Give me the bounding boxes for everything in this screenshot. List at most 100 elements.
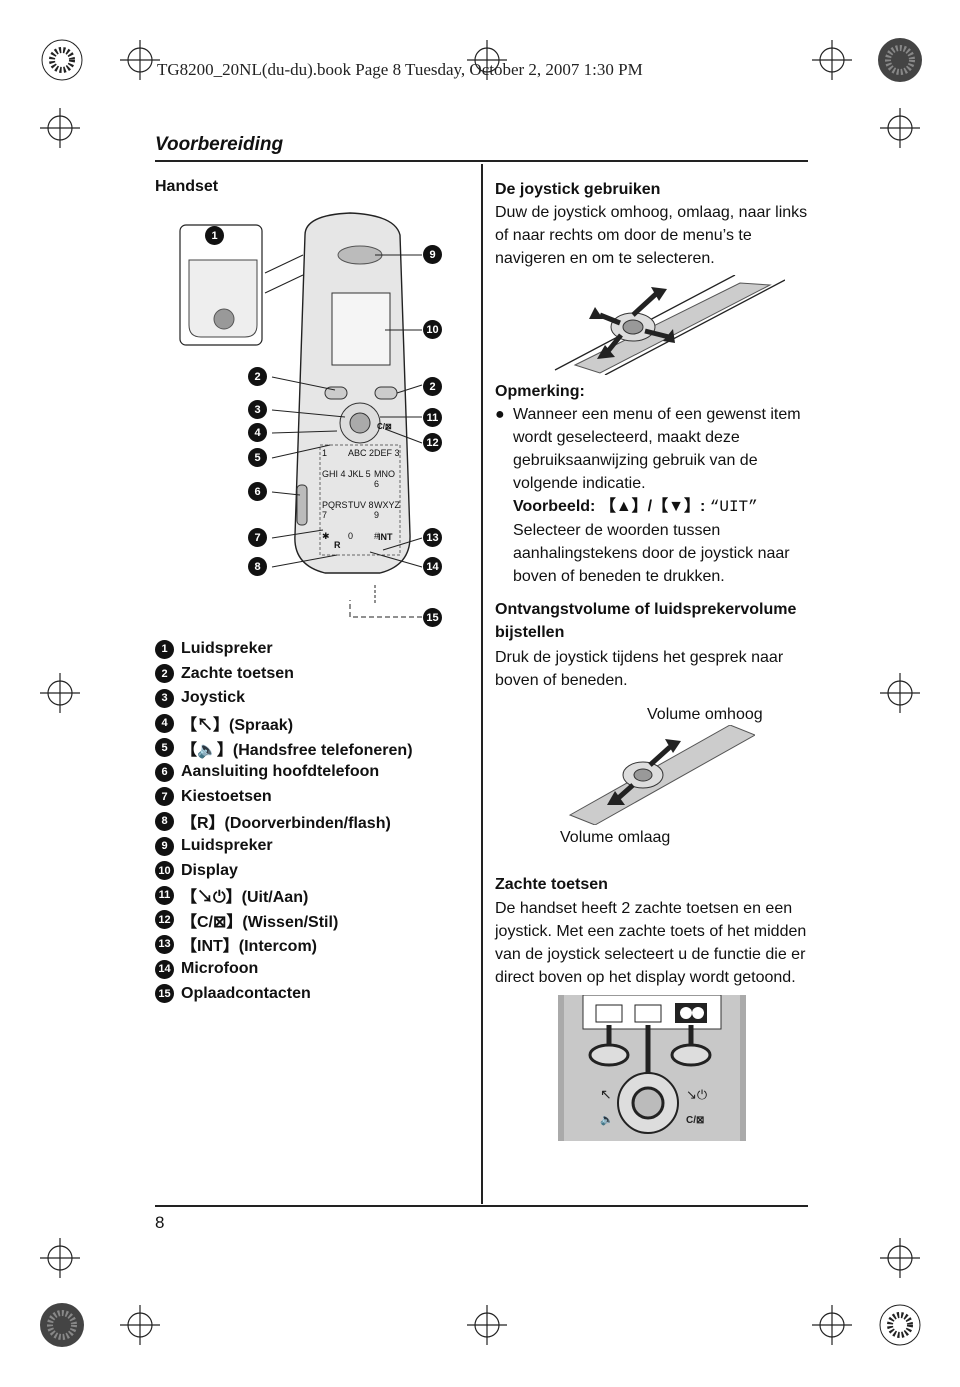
list-item: 12 【C/⊠】(Wissen/Stil) xyxy=(155,908,413,933)
item-number: 10 xyxy=(155,861,174,881)
key-6: MNO 6 xyxy=(374,469,395,489)
list-item: 6 Aansluiting hoofdtelefoon xyxy=(155,760,413,785)
text-line: direct boven op het display wordt getoon… xyxy=(495,969,796,986)
example-keys: 【▲】/【▼】: xyxy=(599,498,706,515)
example-value: “UIT” xyxy=(709,498,758,516)
callout-14: 14 xyxy=(423,557,442,576)
item-label: Kiestoetsen xyxy=(181,787,272,805)
text-line: Druk de joystick tijdens het gesprek naa… xyxy=(495,649,784,666)
key-clear: C/⊠ xyxy=(377,422,392,431)
item-number: 5 xyxy=(155,738,174,758)
callout-6: 6 xyxy=(248,482,267,501)
text-line: joystick. Met een zachte toets of het mi… xyxy=(495,923,807,940)
callout-10: 10 xyxy=(423,320,442,339)
list-item: 3 Joystick xyxy=(155,686,413,711)
callout-8: 8 xyxy=(248,557,267,576)
soft-keys-illustration: ↖ 🔈 ↘⏻ C/⊠ xyxy=(558,995,746,1141)
list-item: 8【R】(Doorverbinden/flash) xyxy=(155,809,413,834)
item-number: 14 xyxy=(155,959,174,979)
footer-rule xyxy=(155,1205,808,1207)
text-line: bijstellen xyxy=(495,624,565,641)
item-label: 【R】(Doorverbinden/flash) xyxy=(181,815,391,833)
key-5: JKL 5 xyxy=(348,469,371,479)
key-r: R xyxy=(334,540,341,550)
item-label: 【↖】(Spraak) xyxy=(181,717,294,735)
item-number: 13 xyxy=(155,934,174,954)
item-number: 3 xyxy=(155,688,174,708)
item-number: 7 xyxy=(155,787,174,807)
list-item: 13 【INT】(Intercom) xyxy=(155,932,413,957)
svg-text:C/⊠: C/⊠ xyxy=(686,1115,704,1126)
item-label: Zachte toetsen xyxy=(181,664,294,682)
text-line: navigeren en om te selecteren. xyxy=(495,250,715,267)
callout-12: 12 xyxy=(423,433,442,452)
callout-15: 15 xyxy=(423,608,442,627)
text-line: Wanneer een menu of een gewenst item xyxy=(513,406,801,423)
svg-text:↘⏻: ↘⏻ xyxy=(686,1087,707,1102)
text-line: aanhalingstekens door de joystick naar xyxy=(513,545,790,562)
crosshair-icon xyxy=(120,1305,160,1345)
key-1: 1 xyxy=(322,448,328,458)
volume-illustration xyxy=(568,725,755,825)
callout-9: 9 xyxy=(423,245,442,264)
soft-keys-paragraph: De handset heeft 2 zachte toetsen en een… xyxy=(495,897,806,989)
item-number: 12 xyxy=(155,910,174,930)
list-item: 2 Zachte toetsen xyxy=(155,662,413,687)
crosshair-icon xyxy=(40,108,80,148)
list-item: 11【↘⏻】(Uit/Aan) xyxy=(155,883,413,908)
text-line: De handset heeft 2 zachte toetsen en een xyxy=(495,900,793,917)
item-label: Display xyxy=(181,861,238,879)
item-number: 9 xyxy=(155,836,174,856)
text-line: Selecteer de woorden tussen xyxy=(513,522,721,539)
note-heading: Opmerking: xyxy=(495,383,585,400)
item-label: Aansluiting hoofdtelefoon xyxy=(181,763,380,781)
volume-heading: Ontvangstvolume of luidsprekervolume bij… xyxy=(495,598,796,644)
item-number: 2 xyxy=(155,664,174,684)
item-number: 4 xyxy=(155,713,174,733)
item-number: 11 xyxy=(155,885,174,905)
key-7: PQRS 7 xyxy=(322,500,348,520)
soft-keys-heading: Zachte toetsen xyxy=(495,876,608,893)
section-rule xyxy=(155,160,808,162)
crosshair-icon xyxy=(467,40,507,80)
note-block: ● Wanneer een menu of een gewenst item w… xyxy=(495,403,815,588)
key-9: WXYZ 9 xyxy=(374,500,400,520)
crosshair-icon xyxy=(467,1305,507,1345)
keypad: 1 ABC 2 DEF 3 GHI 4 JKL 5 MNO 6 PQRS 7 T… xyxy=(322,448,402,542)
volume-paragraph: Druk de joystick tijdens het gesprek naa… xyxy=(495,646,783,692)
callout-3: 3 xyxy=(248,400,267,419)
text-line: of naar rechts om door de menu’s te xyxy=(495,227,752,244)
item-label: 【C/⊠】(Wissen/Stil) xyxy=(181,913,339,931)
joystick-illustration xyxy=(554,275,785,375)
crosshair-icon xyxy=(120,40,160,80)
text-line: gebruiksaanwijzing gebruik van de xyxy=(513,452,758,469)
callout-13: 13 xyxy=(423,528,442,547)
bullet: ● xyxy=(495,406,505,423)
handset-label: Handset xyxy=(155,178,219,195)
item-number: 6 xyxy=(155,762,174,782)
joystick-paragraph: Duw de joystick omhoog, omlaag, naar lin… xyxy=(495,201,807,270)
text-line: Duw de joystick omhoog, omlaag, naar lin… xyxy=(495,204,808,221)
volume-down-label: Volume omlaag xyxy=(560,829,671,846)
key-hash: # xyxy=(374,531,380,541)
list-item: 9 Luidspreker xyxy=(155,834,413,859)
callout-5: 5 xyxy=(248,448,267,467)
item-label: Oplaadcontacten xyxy=(181,984,311,1002)
callout-11: 11 xyxy=(423,408,442,427)
callout-1: 1 xyxy=(205,226,224,245)
key-star: ✱ xyxy=(322,531,330,541)
crosshair-icon xyxy=(812,1305,852,1345)
page-number: 8 xyxy=(155,1213,165,1232)
item-number: 15 xyxy=(155,984,174,1004)
item-label: Joystick xyxy=(181,689,246,707)
item-label: Microfoon xyxy=(181,960,259,978)
callout-2b: 2 xyxy=(423,377,442,396)
text-line: wordt geselecteerd, maakt deze xyxy=(513,429,740,446)
list-item: 14 Microfoon xyxy=(155,957,413,982)
item-label: Luidspreker xyxy=(181,837,273,855)
callout-4: 4 xyxy=(248,423,267,442)
text-line: boven of beneden te drukken. xyxy=(513,568,725,585)
item-label: 【INT】(Intercom) xyxy=(181,938,318,956)
crosshair-icon xyxy=(880,673,920,713)
text-line: volgende indicatie. xyxy=(513,475,646,492)
